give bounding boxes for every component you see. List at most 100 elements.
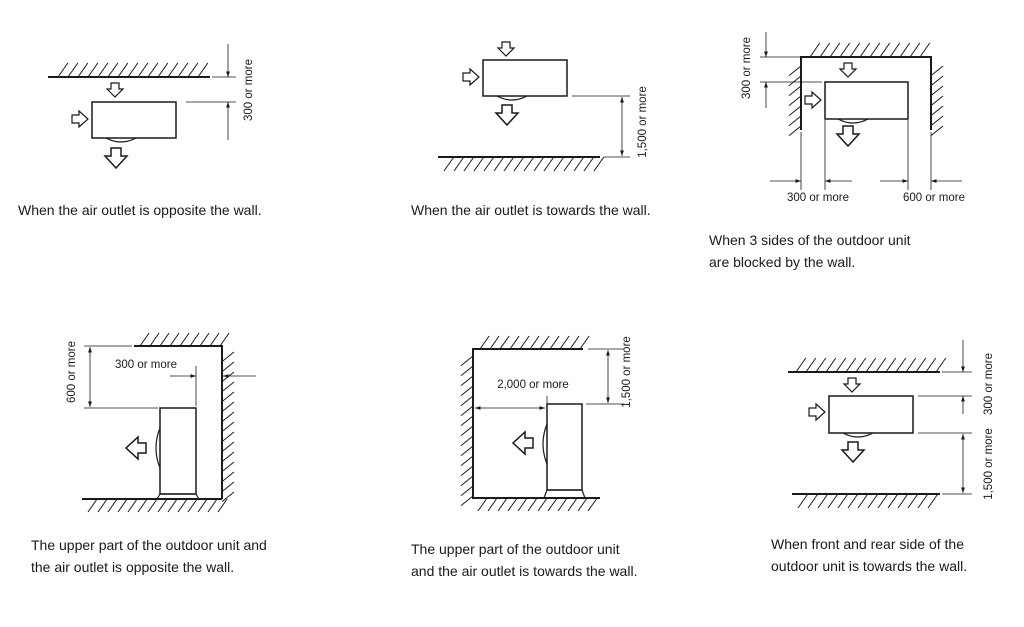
- wall-hatch-line: [905, 357, 917, 373]
- wall-hatch-line: [529, 335, 540, 350]
- wall-hatch-line: [539, 335, 550, 350]
- wall-hatch-line: [221, 461, 235, 472]
- air-intake-arrow-top: [842, 377, 862, 393]
- wall-hatch-line: [460, 425, 474, 436]
- wall-hatch-line: [460, 365, 474, 376]
- air-outlet-arrow: [835, 125, 861, 148]
- wall-hatch-line: [479, 335, 490, 350]
- wall-hatch-line: [569, 335, 580, 350]
- wall-hatch-line: [187, 62, 199, 78]
- wall-hatch-line: [137, 498, 148, 513]
- wall-hatch-line: [207, 498, 218, 513]
- caption-line: The upper part of the outdoor unit: [411, 541, 620, 557]
- fan-grille: [842, 432, 874, 438]
- wall-hatch-line: [557, 497, 568, 512]
- wall-hatch-line: [930, 105, 944, 116]
- panel-1-diagram: 300 or more: [48, 44, 255, 170]
- wall-hatch-line: [179, 332, 190, 347]
- wall-hatch-line: [593, 156, 605, 172]
- wall-hatch-line: [788, 105, 802, 116]
- wall-hatch-line: [221, 491, 235, 502]
- dim-label: 1,500 or more: [983, 428, 995, 500]
- wall-hatch-line: [221, 431, 235, 442]
- wall-hatch-line: [819, 42, 831, 58]
- wall-hatch-line: [857, 493, 869, 509]
- wall-hatch-line: [583, 156, 595, 172]
- air-intake-arrow-side: [808, 402, 826, 422]
- wall-hatch-line: [177, 62, 189, 78]
- wall-hatch-line: [527, 497, 538, 512]
- wall-hatch-line: [117, 498, 128, 513]
- wall-hatch-line: [855, 357, 867, 373]
- wall-hatch-line: [460, 495, 474, 506]
- wall-hatch-line: [869, 42, 881, 58]
- wall-hatch-line: [197, 62, 209, 78]
- wall-hatch-line: [553, 156, 565, 172]
- wall-hatch-line: [835, 357, 847, 373]
- wall-hatch-line: [221, 381, 235, 392]
- wall-hatch-line: [909, 42, 921, 58]
- wall-hatch-line: [473, 156, 485, 172]
- wall-hatch-line: [930, 115, 944, 126]
- outdoor-unit: [159, 407, 197, 495]
- wall-hatch-line: [829, 42, 841, 58]
- outdoor-unit: [828, 395, 914, 434]
- air-outlet-arrow: [103, 147, 129, 170]
- wall-hatch-line: [549, 335, 560, 350]
- wall-hatch-line: [221, 441, 235, 452]
- wall-hatch-line: [177, 498, 188, 513]
- wall-hatch-line: [219, 332, 230, 347]
- wall-hatch-line: [147, 62, 159, 78]
- wall-hatch-line: [97, 498, 108, 513]
- wall-hatch-line: [493, 156, 505, 172]
- wall-hatch-line: [460, 385, 474, 396]
- wall-hatch-line: [460, 405, 474, 416]
- wall-hatch-line: [788, 75, 802, 86]
- wall-hatch-line: [167, 498, 178, 513]
- wall-hatch-line: [169, 332, 180, 347]
- wall-hatch-line: [107, 498, 118, 513]
- wall-hatch-line: [221, 451, 235, 462]
- caption-panel-3: When 3 sides of the outdoor unit are blo…: [709, 229, 911, 273]
- wall-hatch-line: [221, 401, 235, 412]
- wall-hatch-line: [147, 498, 158, 513]
- floor-wall: [792, 493, 940, 509]
- wall-hatch-line: [930, 125, 944, 136]
- wall-hatch-line: [460, 415, 474, 426]
- wall-hatch-line: [797, 493, 809, 509]
- unit-base: [543, 489, 586, 499]
- outdoor-unit: [546, 403, 583, 491]
- wall-hatch-line: [460, 465, 474, 476]
- wall-hatch-line: [935, 357, 947, 373]
- wall-hatch-line: [805, 357, 817, 373]
- wall-hatch-line: [919, 42, 931, 58]
- fan-grille: [155, 427, 161, 469]
- wall-hatch-line: [157, 62, 169, 78]
- wall-hatch-line: [87, 62, 99, 78]
- caption-panel-2: When the air outlet is towards the wall.: [411, 199, 651, 221]
- wall-hatch-line: [865, 357, 877, 373]
- wall-hatch-line: [453, 156, 465, 172]
- wall-hatch-line: [587, 497, 598, 512]
- wall-hatch-line: [543, 156, 555, 172]
- wall-hatch-line: [839, 42, 851, 58]
- wall-hatch-line: [899, 42, 911, 58]
- wall-hatch-line: [573, 156, 585, 172]
- wall-hatch-line: [189, 332, 200, 347]
- wall-hatch-line: [221, 411, 235, 422]
- panel-4-diagram: 600 or more 300 or more: [66, 332, 256, 513]
- caption-line: When the air outlet is towards the wall.: [411, 202, 651, 218]
- wall-hatch-line: [579, 335, 590, 350]
- wall-hatch-line: [788, 115, 802, 126]
- wall-hatch-line: [859, 42, 871, 58]
- wall-hatch-line: [497, 497, 508, 512]
- wall-hatch-line: [513, 156, 525, 172]
- enclosure-walls: [460, 335, 600, 512]
- dim-label: 300 or more: [115, 359, 177, 371]
- wall-hatch-line: [837, 493, 849, 509]
- caption-line: When 3 sides of the outdoor unit: [709, 232, 911, 248]
- wall-hatch-line: [221, 371, 235, 382]
- wall-hatch-line: [825, 357, 837, 373]
- panel-5-diagram: 1,500 or more 2,000 or more: [460, 335, 633, 512]
